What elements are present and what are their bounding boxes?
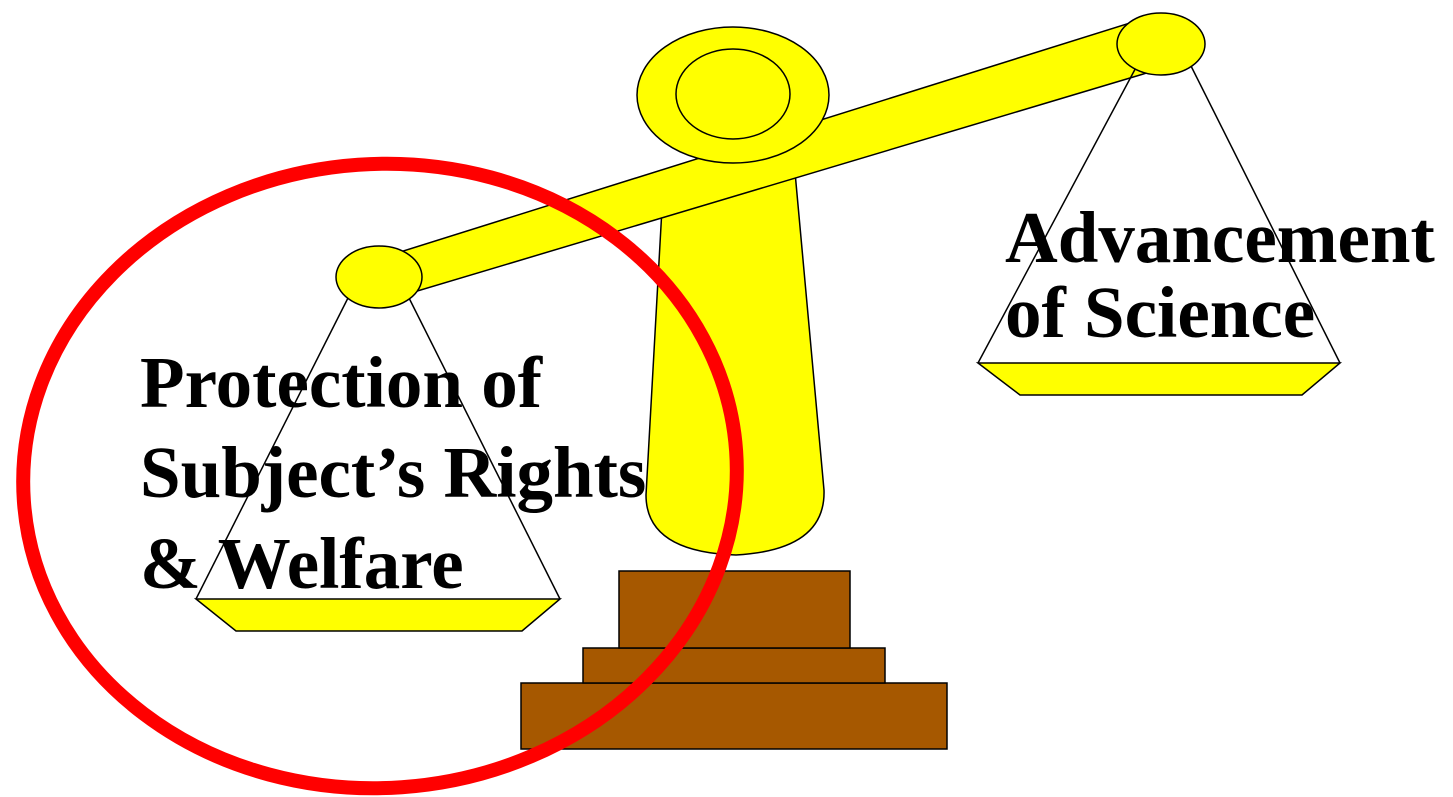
- pivot-hub: [636, 26, 830, 164]
- left-pan-label-line-3: & Welfare: [140, 523, 464, 604]
- left-pan: [193, 245, 563, 632]
- right-pan-tray: [975, 362, 1343, 396]
- right-pan-hook: [1116, 12, 1206, 76]
- pivot-inner-ring: [675, 48, 791, 140]
- right-pan-string-left: [977, 59, 1141, 364]
- right-pan-string-right: [1187, 59, 1341, 364]
- left-pan-label-line-1: Protection of: [140, 342, 544, 423]
- scale-post: [645, 171, 825, 556]
- scale-base: [520, 570, 948, 750]
- right-pan: [975, 12, 1343, 396]
- base-step-bottom: [520, 682, 948, 750]
- left-pan-string-left: [195, 293, 351, 600]
- left-pan-tray: [193, 598, 563, 632]
- base-step-middle: [582, 647, 886, 684]
- left-pan-label-line-2: Subject’s Rights: [140, 432, 646, 513]
- base-step-top: [618, 570, 851, 649]
- right-pan-label-line-1: Advancement: [1005, 197, 1435, 278]
- left-pan-hook: [335, 245, 423, 309]
- right-pan-label: Advancement of Science: [1005, 197, 1453, 353]
- highlight-circle: [16, 156, 744, 796]
- left-pan-label: Protection of Subject’s Rights & Welfare: [140, 342, 665, 604]
- right-pan-label-line-2: of Science: [1005, 272, 1315, 353]
- left-pan-string-right: [406, 293, 561, 600]
